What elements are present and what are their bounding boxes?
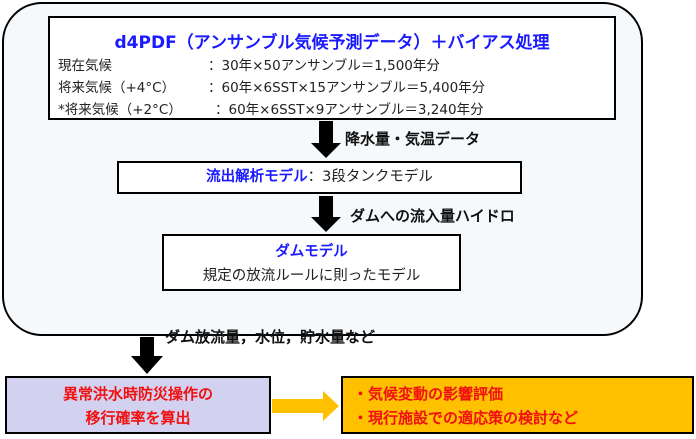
scenario-value: ：30年×50アンサンブル＝1,500年分	[208, 58, 440, 74]
scenario-row: *将来気候（+2°C） ：60年×6SST×9アンサンブル＝3,240年分	[58, 98, 484, 118]
scenario-value: ：60年×6SST×15アンサンブル＝5,400年分	[208, 80, 486, 96]
d4pdf-data-box: d4PDF（アンサンブル気候予測データ）＋バイアス処理 現在気候 ：30年×50ア…	[48, 16, 616, 120]
outcome-item: ・現行施設での適応策の検討など	[353, 409, 579, 427]
transition-probability-box: 異常洪水時防災操作の 移行確率を算出	[5, 376, 271, 434]
d4pdf-title: d4PDF（アンサンブル気候予測データ）＋バイアス処理	[114, 33, 550, 53]
arrow2-label: ダムへの流入量ハイドロ	[350, 207, 515, 225]
outcome-item: ・気候変動の影響評価	[353, 385, 504, 403]
result-line-2: 移行確率を算出	[85, 409, 191, 427]
arrow1-label: 降水量・気温データ	[345, 130, 481, 148]
scenario-label: 現在気候	[58, 58, 112, 74]
scenario-row: 将来気候（+4°C） ：60年×6SST×15アンサンブル＝5,400年分	[58, 76, 485, 96]
arrow-right-orange	[272, 391, 339, 421]
runoff-model-detail: ：3段タンクモデル	[307, 169, 433, 185]
dam-model-box: ダムモデル 規定の放流ルールに則ったモデル	[162, 234, 461, 291]
dam-model-title: ダムモデル	[275, 244, 348, 260]
scenario-label: 将来気候（+4°C）	[58, 80, 176, 96]
runoff-model-box: 流出解析モデル：3段タンクモデル	[117, 161, 522, 194]
outcome-box: ・気候変動の影響評価 ・現行施設での適応策の検討など	[341, 376, 694, 434]
arrow3-label: ダム放流量，水位，貯水量など	[165, 328, 376, 346]
arrow-down-2	[311, 196, 341, 232]
scenario-row: 現在気候 ：30年×50アンサンブル＝1,500年分	[58, 54, 440, 74]
arrow-down-1	[311, 121, 341, 158]
scenario-value: ：60年×6SST×9アンサンブル＝3,240年分	[215, 102, 484, 118]
runoff-model-title: 流出解析モデル	[206, 169, 308, 185]
scenario-label: *将来気候（+2°C）	[58, 102, 182, 118]
result-line-1: 異常洪水時防災操作の	[62, 385, 213, 403]
dam-model-detail: 規定の放流ルールに則ったモデル	[202, 268, 421, 284]
arrow-down-3	[131, 337, 163, 374]
